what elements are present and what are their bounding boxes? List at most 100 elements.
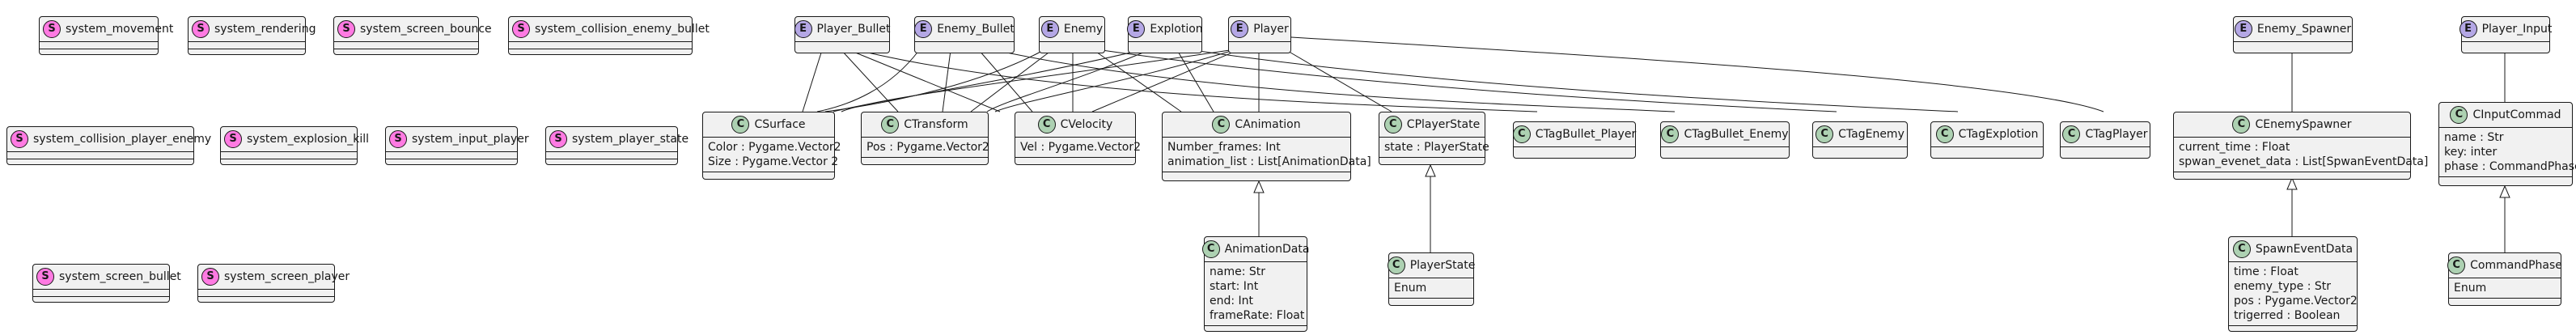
system-stereotype-icon: S xyxy=(512,20,530,38)
field: current_time : Float xyxy=(2179,141,2290,154)
class-commandphase[interactable]: C CommandPhase Enum xyxy=(2447,252,2562,306)
field: Pos : Pygame.Vector2 xyxy=(866,141,989,154)
system-stereotype-icon: S xyxy=(11,130,28,148)
field: end: Int xyxy=(1210,295,1254,307)
system-name: system_collision_enemy_bullet xyxy=(535,23,710,36)
system-stereotype-icon: S xyxy=(43,20,61,38)
class-fields: name : Str key: inter phase : CommandPha… xyxy=(2439,128,2576,176)
system-name: system_player_state xyxy=(572,133,689,146)
class-fields: Enum xyxy=(1389,278,1473,298)
entity-stereotype-icon: E xyxy=(2459,20,2477,38)
field: Enum xyxy=(1394,282,1427,295)
class-name: CTagBullet_Enemy xyxy=(1684,128,1789,141)
class-stereotype-icon: C xyxy=(731,116,750,134)
system-name: system_screen_bullet xyxy=(59,270,181,283)
class-name: CTransform xyxy=(904,118,968,131)
class-stereotype-icon: C xyxy=(1383,116,1402,134)
field: enemy_type : Str xyxy=(2234,280,2332,293)
class-stereotype-icon: C xyxy=(2062,125,2081,143)
class-name: CTagEnemy xyxy=(1838,128,1904,141)
class-stereotype-icon: C xyxy=(2447,257,2466,274)
entity-stereotype-icon: E xyxy=(1040,20,1059,38)
field: spwan_evenet_data : List[SpwanEventData] xyxy=(2179,155,2429,168)
class-stereotype-icon: C xyxy=(1212,116,1231,134)
class-stereotype-icon: C xyxy=(2232,240,2251,258)
class-name: CVelocity xyxy=(1060,118,1113,131)
class-fields: time : Float enemy_type : Str pos : Pyga… xyxy=(2229,262,2358,325)
entity-box[interactable]: E Player xyxy=(1228,16,1291,53)
system-stereotype-icon: S xyxy=(337,20,355,38)
class-name: SpawnEventData xyxy=(2255,243,2354,256)
entity-box[interactable]: E Enemy xyxy=(1039,16,1105,53)
edge-enemy-ctagenemy xyxy=(1102,50,1837,112)
class-fields: Pos : Pygame.Vector2 xyxy=(862,138,989,157)
class-fields: Number_frames: Int animation_list : List… xyxy=(1163,138,1371,172)
class-name: CEnemySpawner xyxy=(2255,118,2352,131)
edge-enemy-bullet-cvelocity xyxy=(979,50,1033,112)
class-fields: Enum xyxy=(2449,278,2561,298)
field: state : PlayerState xyxy=(1384,141,1489,154)
field: Vel : Pygame.Vector2 xyxy=(1020,141,1142,154)
class-name: CommandPhase xyxy=(2470,259,2562,272)
system-stereotype-icon: S xyxy=(224,130,242,148)
class-fields: current_time : Float spwan_evenet_data :… xyxy=(2174,138,2429,172)
field: Size : Pygame.Vector 2 xyxy=(708,155,839,168)
edge-player-bullet-cvelocity xyxy=(849,50,1001,112)
class-cenemyspawner[interactable]: C CEnemySpawner current_time : Float spwa… xyxy=(2173,112,2429,180)
class-stereotype-icon: C xyxy=(1201,240,1220,258)
entity-name: Player_Bullet xyxy=(816,23,891,36)
field: Color : Pygame.Vector2 xyxy=(708,141,841,154)
class-cvelocity[interactable]: C CVelocity Vel : Pygame.Vector2 xyxy=(1015,112,1142,165)
class-stereotype-icon: C xyxy=(2232,116,2251,134)
entity-stereotype-icon: E xyxy=(1127,20,1146,38)
class-cplayerstate[interactable]: C CPlayerState state : PlayerState xyxy=(1379,112,1489,165)
class-name: CPlayerState xyxy=(1406,118,1481,131)
class-name: AnimationData xyxy=(1224,243,1310,256)
system-stereotype-icon: S xyxy=(201,268,219,286)
class-fields: state : PlayerState xyxy=(1379,138,1489,157)
field: time : Float xyxy=(2234,265,2298,278)
system-name: system_collision_player_enemy xyxy=(33,133,212,146)
class-fields: Vel : Pygame.Vector2 xyxy=(1015,138,1142,157)
entity-name: Player xyxy=(1253,23,1289,36)
system-name: system_screen_player xyxy=(224,270,350,283)
entity-name: Enemy xyxy=(1063,23,1104,36)
class-spawneventdata[interactable]: C SpawnEventData time : Float enemy_type … xyxy=(2228,236,2358,332)
system-stereotype-icon: S xyxy=(389,130,407,148)
class-stereotype-icon: C xyxy=(1387,257,1405,274)
system-name: system_movement xyxy=(66,23,174,36)
system-name: system_screen_bounce xyxy=(360,23,492,36)
entity-stereotype-icon: E xyxy=(1231,20,1249,38)
edge-player-bullet-csurface xyxy=(802,50,822,112)
system-stereotype-icon: S xyxy=(36,268,54,286)
edge-player-cplayerstate xyxy=(1286,50,1392,112)
class-stereotype-icon: C xyxy=(2450,106,2468,124)
class-stereotype-icon: C xyxy=(1037,116,1056,134)
